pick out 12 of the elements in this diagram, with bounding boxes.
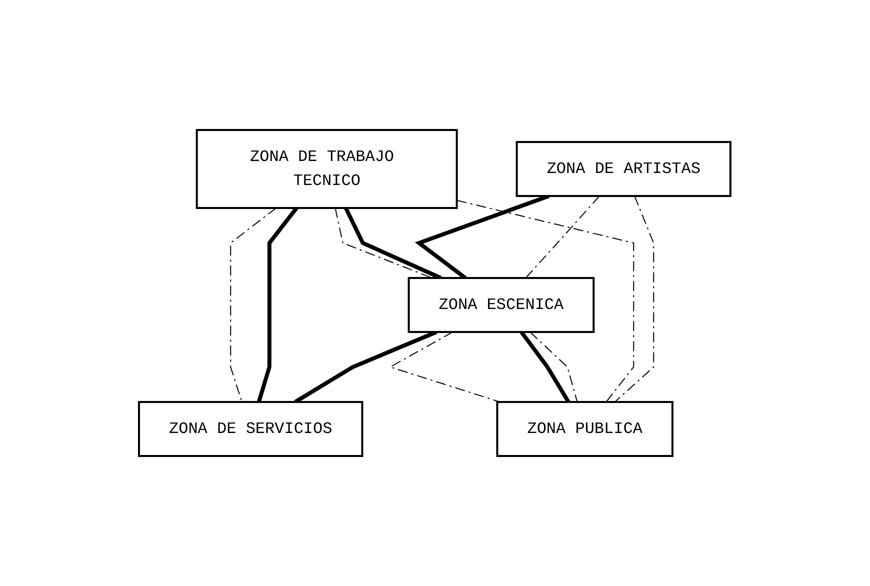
- node-box: ZONA PUBLICA: [496, 400, 674, 457]
- connector: [525, 196, 600, 278]
- node-box: ZONA ESCENICA: [408, 277, 595, 333]
- connector: [520, 330, 571, 404]
- node-box: ZONA DE ARTISTAS: [516, 141, 732, 197]
- connector: [257, 206, 298, 403]
- connector: [456, 200, 634, 402]
- connector: [614, 196, 654, 402]
- node-box: ZONA DE SERVICIOS: [138, 400, 364, 457]
- connector: [530, 332, 578, 402]
- connector: [230, 208, 277, 402]
- node-box: ZONA DE TRABAJO TECNICO: [196, 129, 458, 209]
